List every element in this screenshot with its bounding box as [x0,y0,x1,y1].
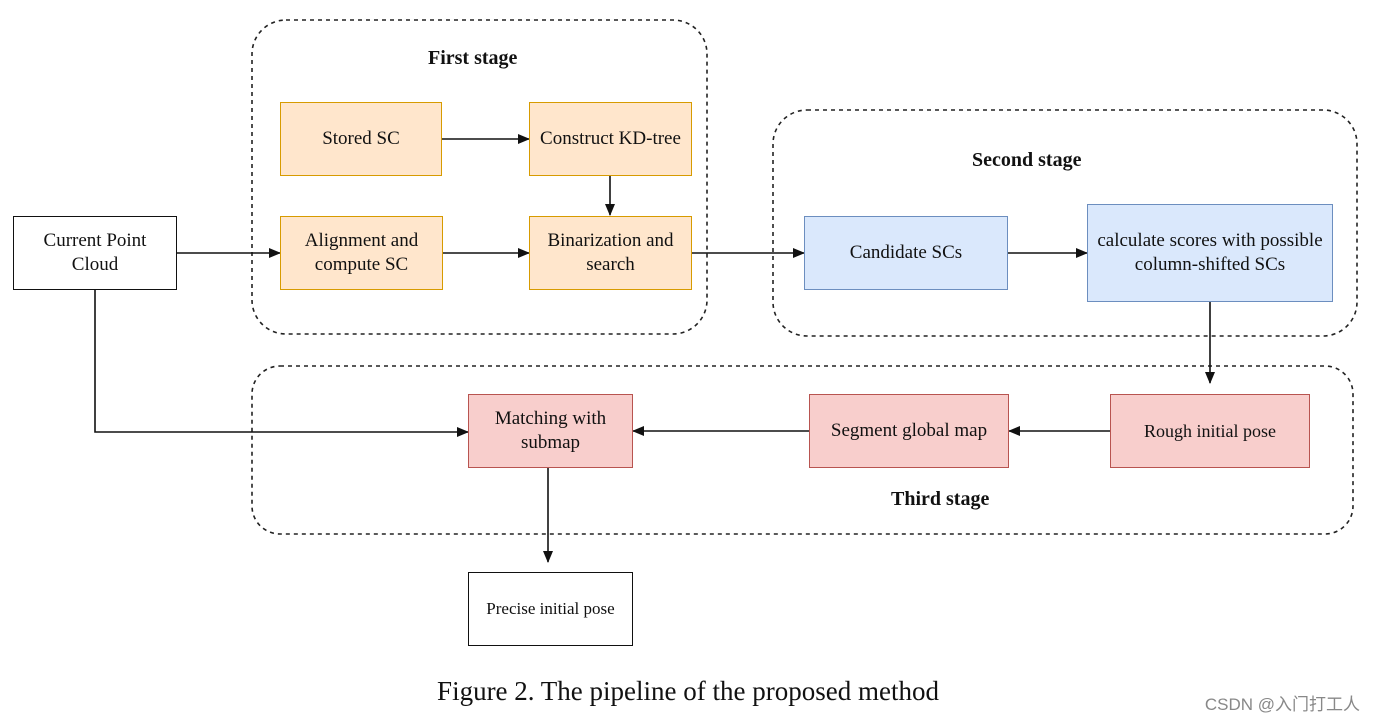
node-candidate-scs: Candidate SCs [804,216,1008,290]
node-construct-kd-tree: Construct KD-tree [529,102,692,176]
figure-caption: Figure 2. The pipeline of the proposed m… [437,676,939,706]
node-current-point-cloud: Current Point Cloud [13,216,177,290]
second-stage-container [772,109,1358,337]
node-rough-initial-pose: Rough initial pose [1110,394,1310,468]
node-binarization-search: Binarization and search [529,216,692,290]
node-stored-sc: Stored SC [280,102,442,176]
node-calculate-scores: calculate scores with possible column-sh… [1087,204,1333,302]
node-matching-with-submap: Matching with submap [468,394,633,468]
first-stage-title: First stage [428,47,518,69]
second-stage-title: Second stage [972,149,1082,171]
first-stage-container [251,19,708,335]
node-segment-global-map: Segment global map [809,394,1009,468]
watermark: CSDN @入门打工人 [1204,695,1360,714]
node-precise-initial-pose: Precise initial pose [468,572,633,646]
edge-point-cloud-to-matching [94,290,469,437]
third-stage-title: Third stage [891,488,990,510]
node-alignment-compute-sc: Alignment and compute SC [280,216,443,290]
third-stage-container [251,365,1354,535]
